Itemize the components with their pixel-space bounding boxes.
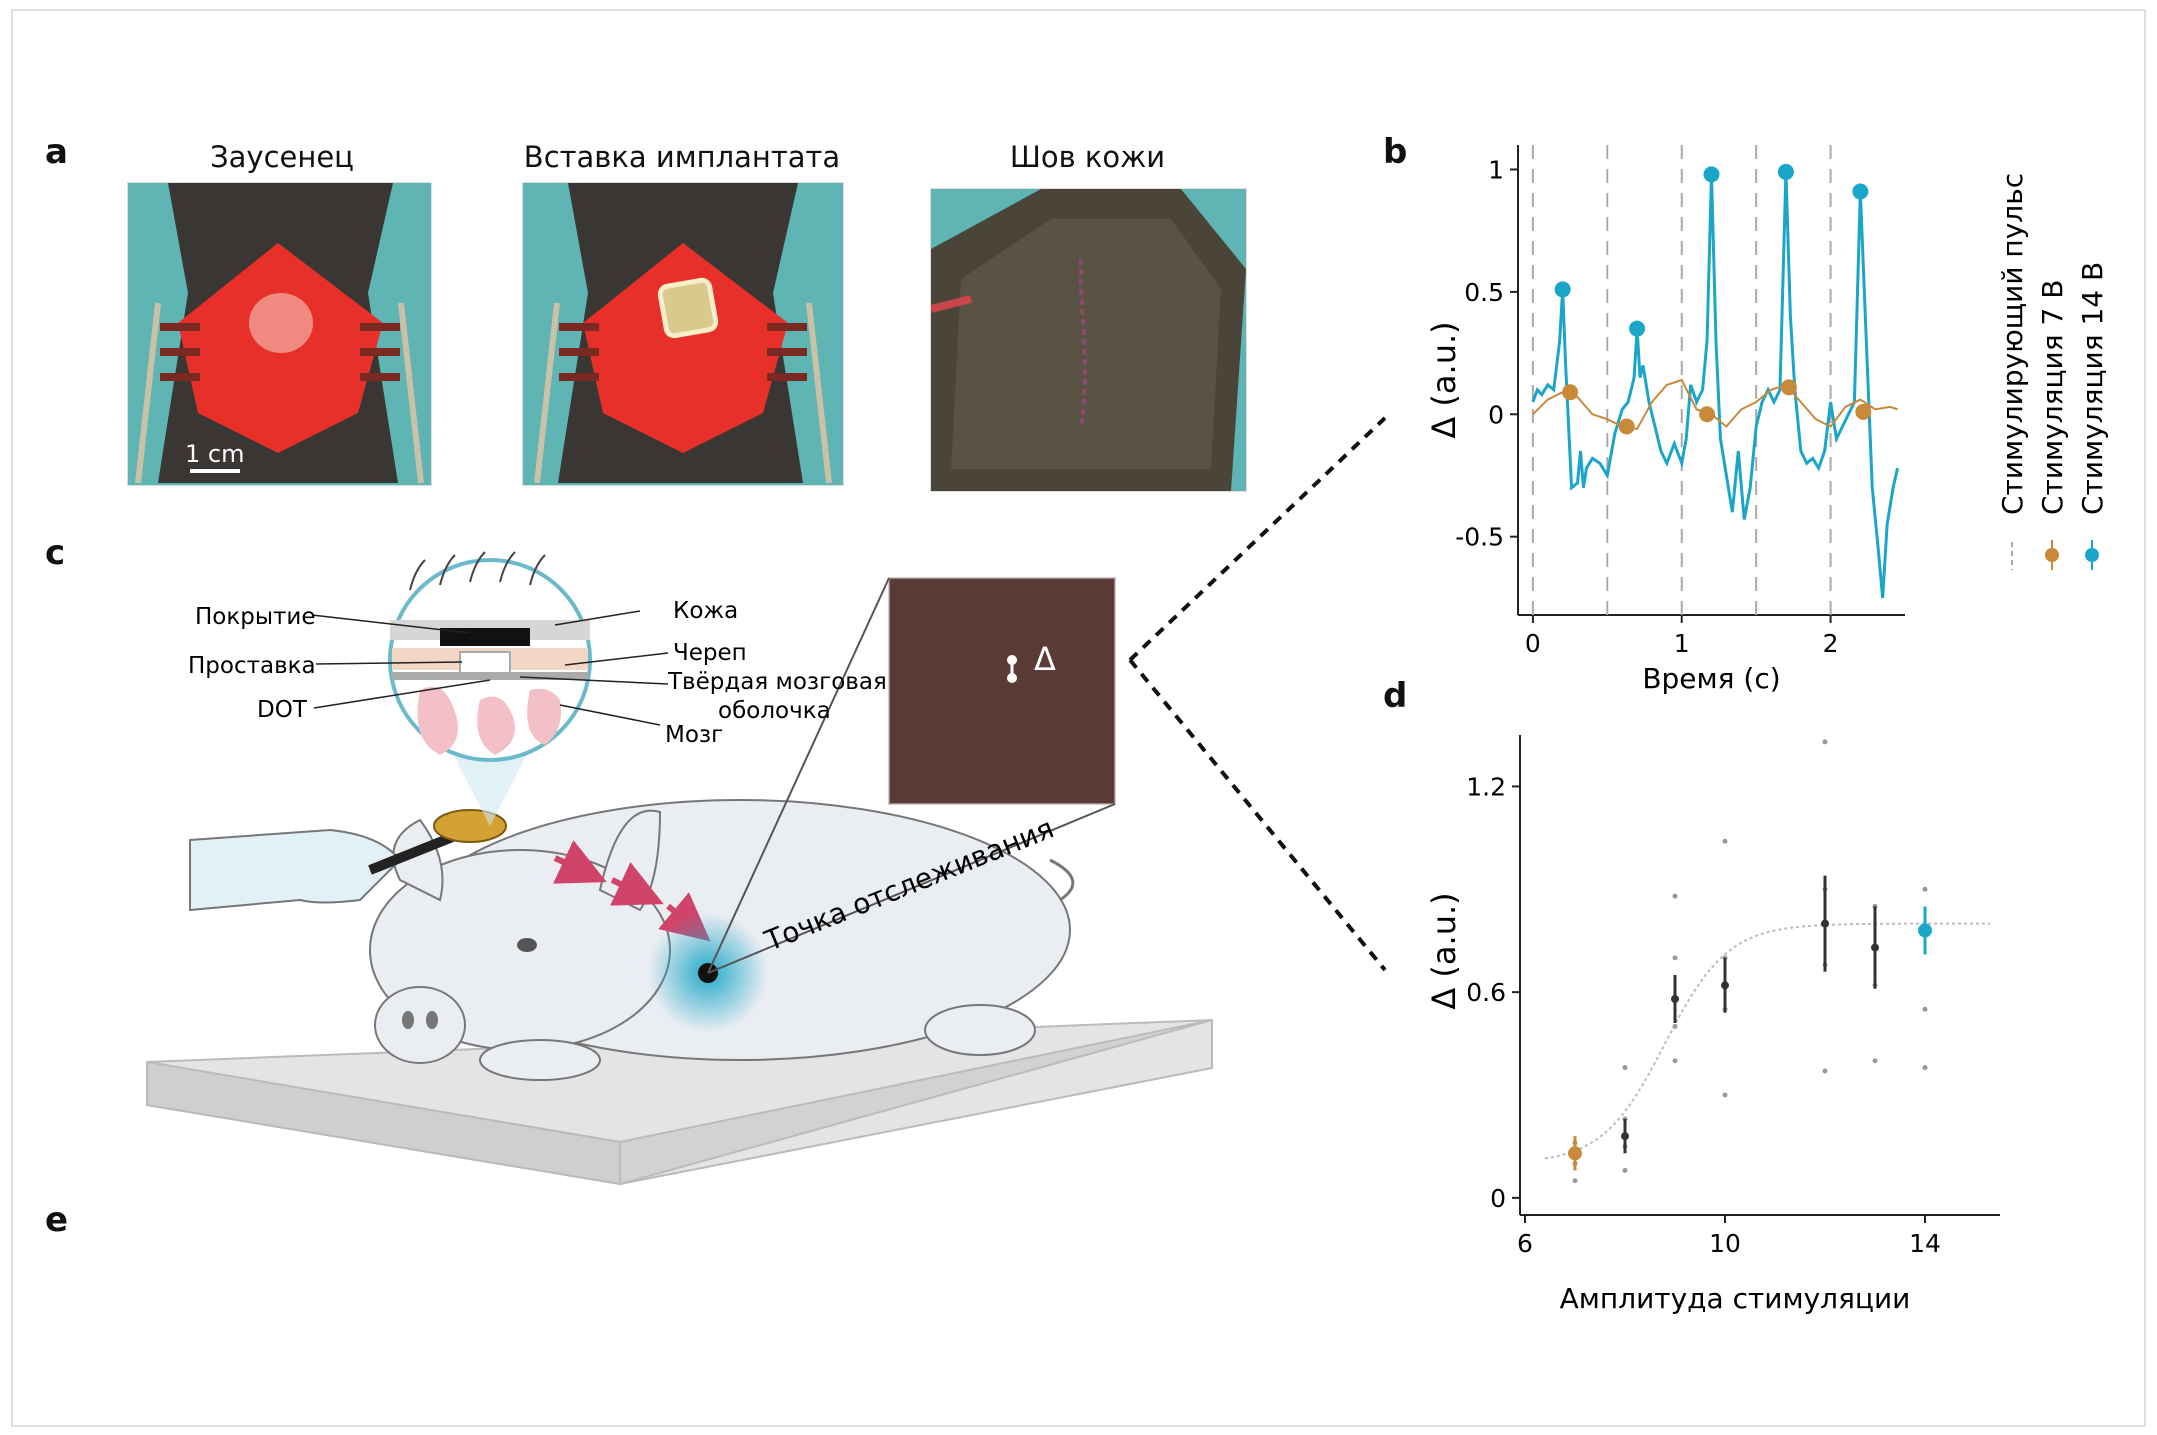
- legend-key-1: [2045, 548, 2059, 562]
- pig-snout: [374, 986, 466, 1064]
- photo-skin-suture: [930, 188, 1247, 492]
- y-tick-label-2: 1.2: [1466, 772, 1506, 801]
- label-skin: Кожа: [673, 598, 738, 624]
- raw-point-19: [1872, 1058, 1878, 1064]
- label-skull: Череп: [673, 640, 747, 666]
- raw-point-11: [1722, 1092, 1728, 1098]
- photo-title-suture: Шов кожи: [1009, 140, 1166, 174]
- x-tick-label-0: 6: [1517, 1229, 1533, 1258]
- series-1-marker-2: [1699, 406, 1716, 423]
- raw-point-10: [1672, 893, 1678, 899]
- photo-title-implant: Вставка имплантата: [523, 140, 841, 174]
- x-tick-label-1: 10: [1709, 1229, 1741, 1258]
- raw-point-3: [1622, 1167, 1628, 1173]
- series-0-marker-3: [1777, 163, 1794, 180]
- mean-point-3: [1721, 981, 1729, 990]
- raw-point-24: [1922, 886, 1928, 892]
- raw-point-18: [1822, 739, 1828, 745]
- mean-point-2: [1671, 995, 1679, 1003]
- label-dura-2: оболочка: [718, 698, 831, 724]
- y-tick-label-0: 0: [1490, 1184, 1506, 1213]
- y-tick-label-2: 0: [1488, 400, 1504, 429]
- y-tick-label-1: 0.6: [1466, 978, 1506, 1007]
- x-tick-label-2: 14: [1909, 1229, 1941, 1258]
- series-0-marker-1: [1629, 320, 1646, 337]
- panel-label-d: d: [1383, 676, 1408, 716]
- fit-curve: [1544, 922, 1991, 1160]
- x-axis-label: Амплитуда стимуляции: [1560, 1282, 1911, 1315]
- label-dura-1: Твёрдая мозговая: [667, 669, 887, 695]
- label-spacer: Проставка: [188, 653, 316, 679]
- y-tick-label-3: -0.5: [1455, 523, 1504, 552]
- series-1-marker-1: [1618, 418, 1635, 435]
- mean-point-1: [1621, 1132, 1629, 1141]
- legend-label-0: Стимулирующий пульс: [1996, 173, 2029, 515]
- x-tick-label-2: 2: [1823, 629, 1839, 658]
- hand: [189, 828, 402, 912]
- panel-label-b: b: [1383, 132, 1408, 172]
- label-dot: DOT: [257, 697, 308, 723]
- photo-burr-hole: [127, 182, 432, 486]
- x-tick-label-1: 1: [1674, 629, 1690, 658]
- legend-label-2: Стимуляция 14 В: [2076, 262, 2109, 515]
- photo-title-burr: Заусенец: [210, 140, 354, 174]
- panel-label-e: e: [45, 1200, 69, 1240]
- series-1-marker-3: [1780, 379, 1797, 396]
- legend-label-1: Стимуляция 7 В: [2036, 280, 2069, 515]
- series-line-1: [1532, 378, 1898, 431]
- x-axis-label: Время (с): [1642, 662, 1780, 695]
- panel-label-a: a: [45, 132, 68, 172]
- mean-point-0: [1568, 1146, 1582, 1161]
- legend-key-2: [2085, 548, 2099, 562]
- series-0-marker-0: [1554, 281, 1571, 298]
- series-1-marker-0: [1562, 384, 1579, 401]
- label-brain: Мозг: [665, 722, 723, 748]
- photo-implant-insertion: [522, 182, 844, 486]
- label-cover: Покрытие: [195, 604, 316, 630]
- raw-point-9: [1672, 955, 1678, 961]
- scale-bar-label: 1 cm: [185, 440, 245, 468]
- x-tick-label-0: 0: [1525, 629, 1541, 658]
- series-1-marker-4: [1855, 403, 1872, 420]
- panel-label-c: c: [45, 533, 66, 573]
- mean-point-4: [1821, 919, 1829, 928]
- raw-point-22: [1922, 1065, 1928, 1071]
- inset-delta-label: Δ: [1034, 640, 1056, 678]
- y-tick-label-0: 1: [1488, 155, 1504, 184]
- raw-point-14: [1722, 838, 1728, 844]
- pig-eye: [517, 938, 537, 952]
- raw-point-8: [1672, 1023, 1678, 1029]
- y-axis-label: Δ (a.u.): [1425, 892, 1463, 1009]
- y-tick-label-1: 0.5: [1464, 278, 1504, 307]
- raw-point-23: [1922, 1006, 1928, 1012]
- mean-point-6: [1918, 923, 1932, 938]
- raw-point-15: [1822, 1068, 1828, 1074]
- series-0-marker-2: [1703, 166, 1720, 183]
- y-axis-label: Δ (a.u.): [1425, 321, 1463, 438]
- mean-point-5: [1871, 943, 1879, 952]
- raw-point-7: [1672, 1058, 1678, 1064]
- series-0-marker-4: [1852, 183, 1869, 200]
- raw-point-5: [1622, 1065, 1628, 1071]
- raw-point-0: [1572, 1178, 1578, 1184]
- series-line-0: [1531, 171, 1900, 599]
